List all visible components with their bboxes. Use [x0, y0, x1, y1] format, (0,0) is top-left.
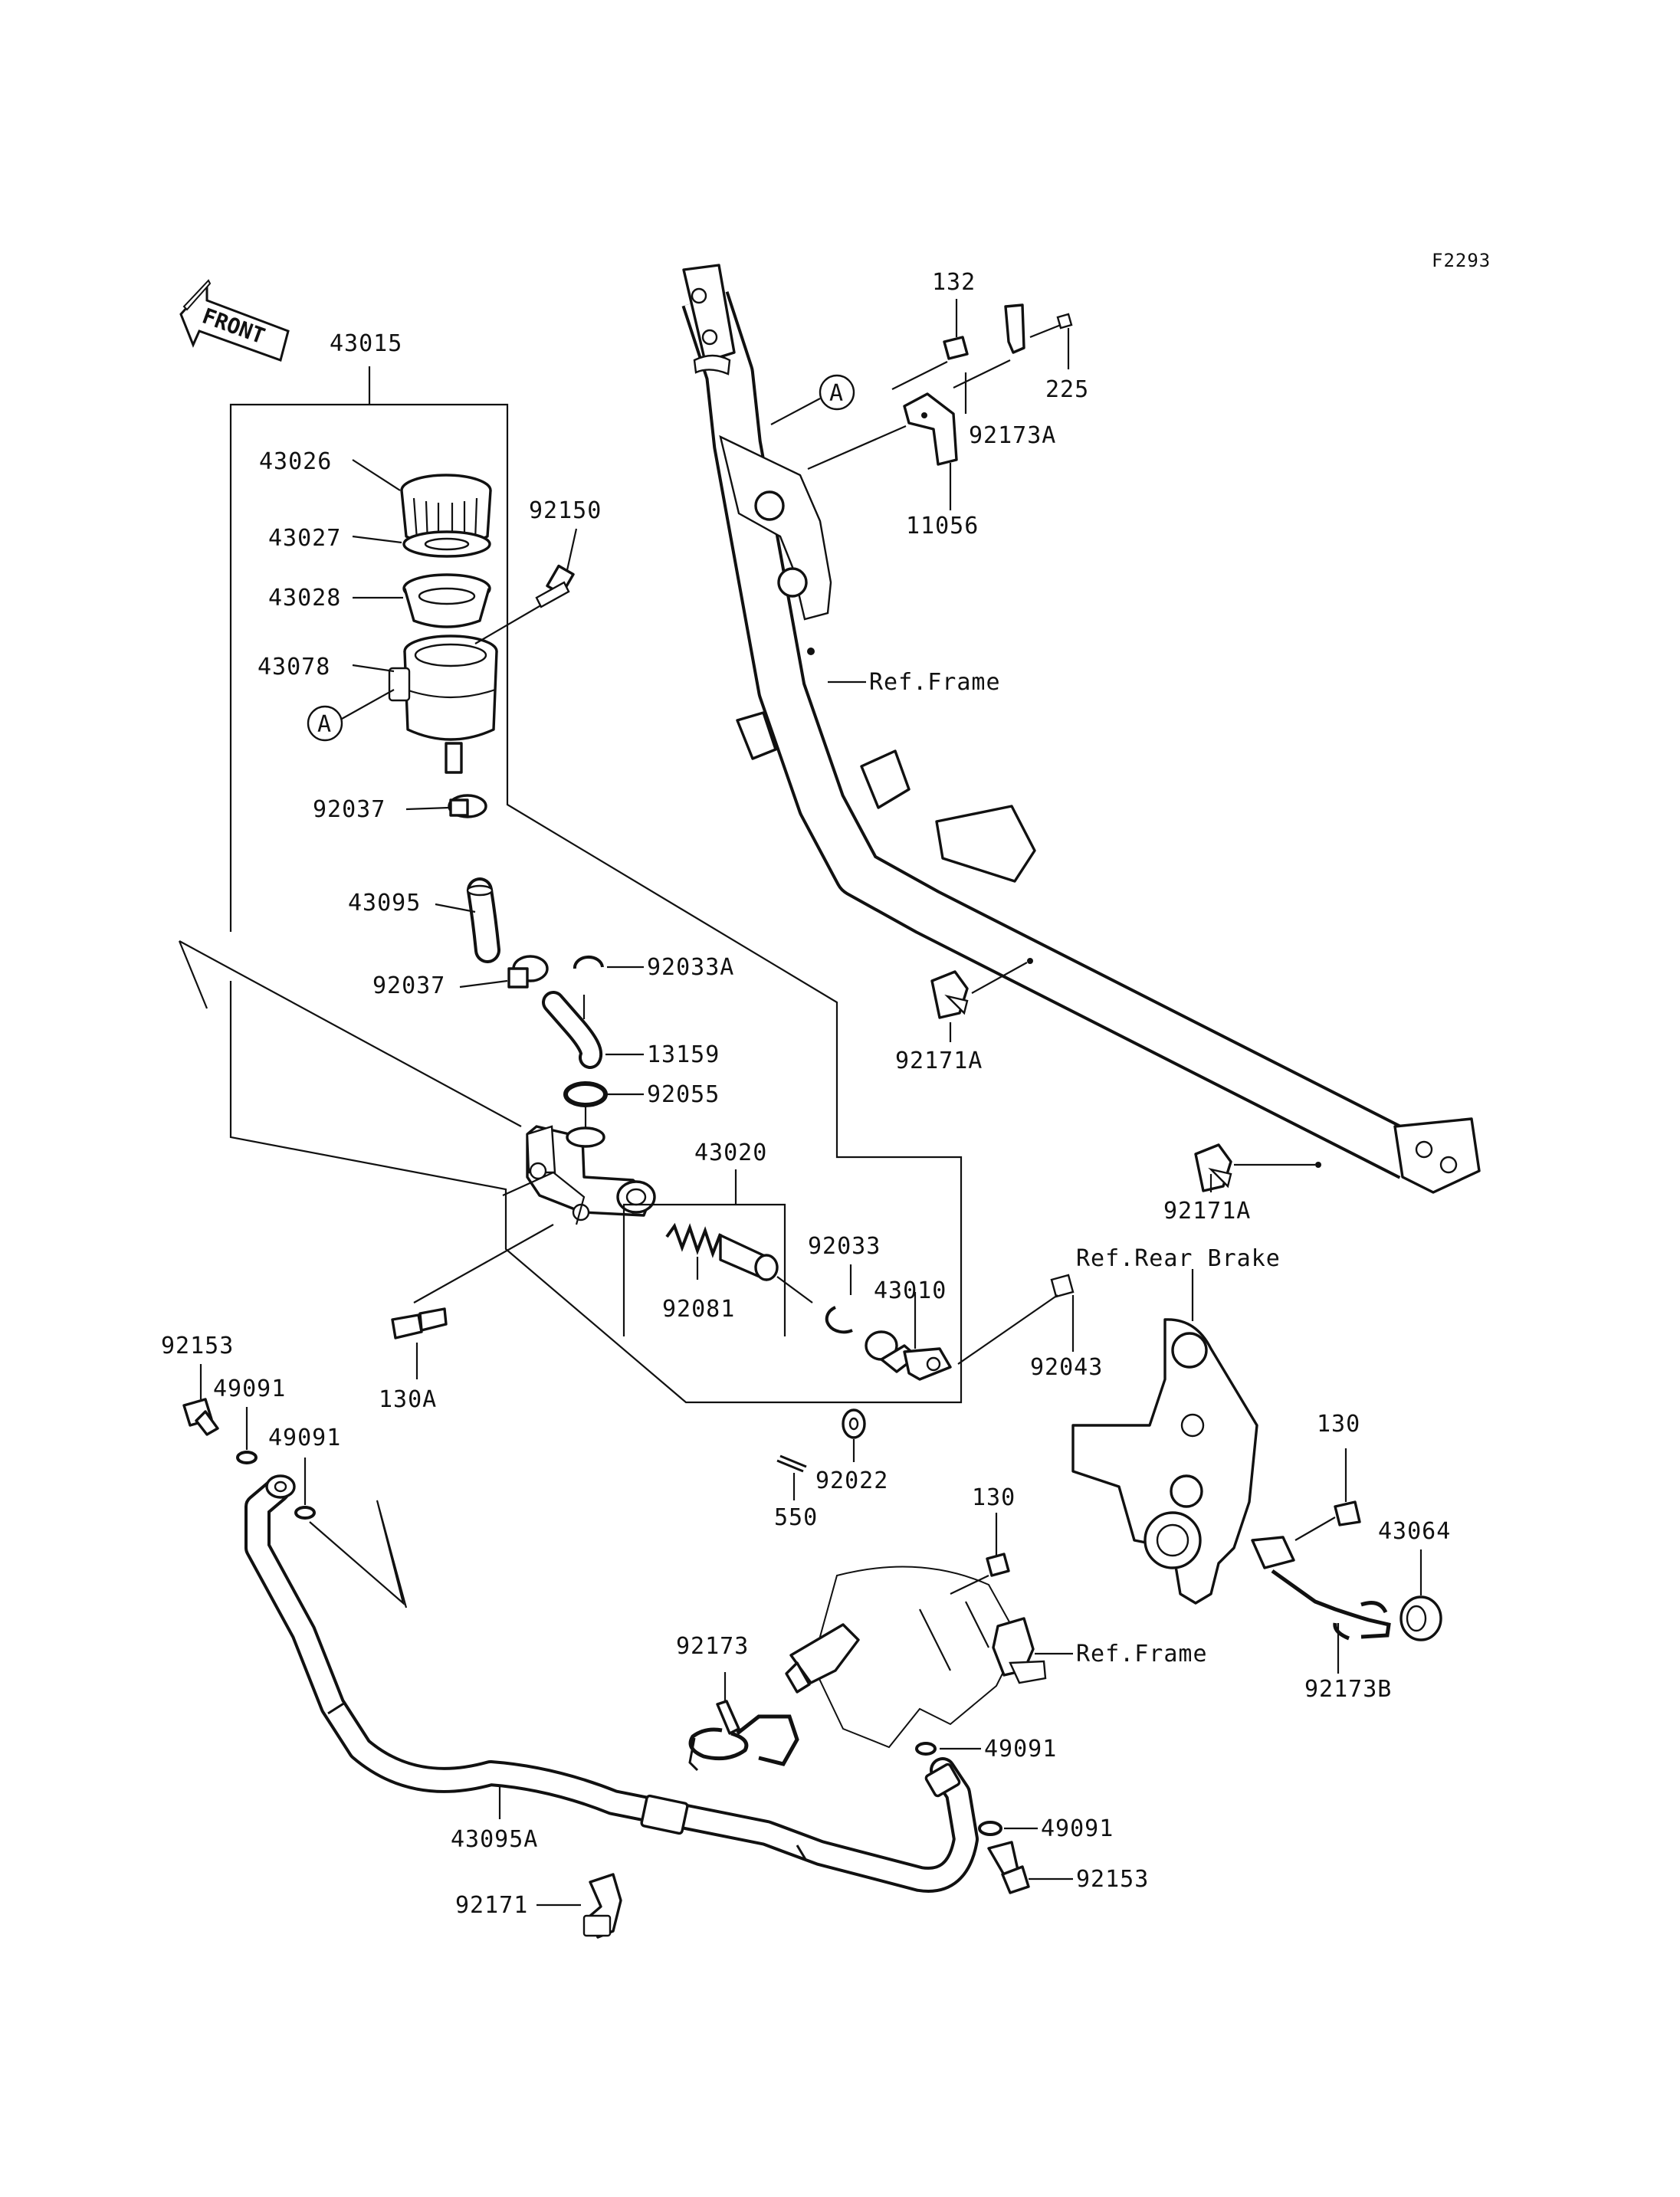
label-92173: 92173 [676, 1633, 749, 1660]
washer-92022 [842, 1408, 866, 1439]
banjo-bolt-right [987, 1841, 1030, 1894]
brake-hose-43095a [244, 1474, 979, 1893]
label-49091-c: 49091 [984, 1736, 1057, 1763]
washer-49091-a [236, 1451, 258, 1464]
pin-92043 [957, 1274, 1075, 1365]
label-92153-b: 92153 [1076, 1866, 1149, 1893]
label-92022: 92022 [815, 1467, 888, 1494]
label-130-b: 130 [1317, 1411, 1360, 1438]
bolt-130a [391, 1307, 448, 1340]
diaphragm-plate [402, 530, 491, 558]
reservoir-body [388, 635, 498, 774]
label-43078: 43078 [258, 654, 330, 680]
piston [719, 1234, 779, 1281]
bolt-130-right [1294, 1500, 1361, 1541]
label-225: 225 [1045, 376, 1089, 403]
label-130-a: 130 [972, 1484, 1016, 1511]
piston-spring [665, 1222, 722, 1258]
label-92173b: 92173B [1304, 1676, 1392, 1703]
assembly-43015-outline [229, 366, 963, 1404]
label-43095: 43095 [348, 890, 421, 917]
svg-text:A: A [317, 711, 332, 738]
bracket-11056 [903, 392, 958, 466]
label-43010: 43010 [874, 1277, 947, 1304]
label-49091-a: 49091 [213, 1376, 286, 1402]
label-92037-a: 92037 [313, 796, 386, 823]
label-92153-a: 92153 [161, 1333, 234, 1359]
label-92043: 92043 [1030, 1354, 1103, 1381]
label-92171a-b: 92171A [1163, 1198, 1251, 1225]
callout-a-left: A [307, 705, 343, 742]
label-92171a-a: 92171A [895, 1048, 983, 1074]
label-92033a: 92033A [647, 954, 734, 981]
label-43064: 43064 [1378, 1518, 1451, 1545]
banjo-bolt-left [182, 1398, 219, 1436]
elbow-fitting [542, 991, 602, 1069]
screw-225 [1029, 313, 1073, 339]
svg-text:A: A [829, 380, 844, 407]
label-49091-b: 49091 [268, 1425, 341, 1451]
circlip-92033 [825, 1306, 853, 1334]
ref-frame-upper: Ref.Frame [869, 669, 1001, 696]
washer-49091-d [978, 1821, 1002, 1836]
clamp-92171a-upper [930, 970, 969, 1019]
hook-spring-92173 [688, 1700, 799, 1772]
bolt-130-lower [986, 1553, 1010, 1577]
ref-frame-lower: Ref.Frame [1076, 1641, 1208, 1667]
label-92171: 92171 [455, 1892, 528, 1919]
label-92173a: 92173A [969, 422, 1056, 449]
label-43026: 43026 [259, 448, 332, 475]
bolt-132 [943, 336, 969, 360]
label-43015: 43015 [330, 330, 402, 357]
label-43028: 43028 [268, 585, 341, 612]
main-frame [681, 264, 1481, 1194]
clip-92173a [953, 303, 1025, 389]
label-11056: 11056 [906, 513, 979, 539]
label-92150: 92150 [529, 497, 602, 524]
label-92081: 92081 [662, 1296, 735, 1323]
frame-bracket-lower [785, 1566, 1047, 1749]
label-43020: 43020 [694, 1139, 767, 1166]
hose-clamp-92171 [582, 1873, 622, 1939]
master-cylinder-body [526, 1125, 656, 1221]
washer-49091-b [294, 1506, 316, 1520]
label-43027: 43027 [268, 525, 341, 552]
clamp-upper [448, 794, 487, 818]
front-arrow-icon: FRONT [179, 279, 290, 362]
washer-49091-c [915, 1742, 937, 1756]
diagram-code: F2293 [1432, 250, 1491, 271]
circlip-92033a [573, 955, 604, 969]
label-49091-d: 49091 [1041, 1815, 1114, 1842]
callout-a-frame: A [819, 374, 855, 411]
label-92055: 92055 [647, 1081, 720, 1108]
label-130a: 130A [379, 1386, 437, 1413]
o-ring [563, 1081, 608, 1107]
clamp-lower [507, 955, 549, 989]
hose-43095 [466, 877, 500, 963]
label-92037-b: 92037 [372, 972, 445, 999]
label-13159: 13159 [647, 1041, 720, 1068]
grommet-43064 [1399, 1595, 1442, 1641]
bolt-92150 [474, 564, 575, 644]
spring-bracket-92173b [1251, 1536, 1391, 1641]
diaphragm [402, 573, 491, 628]
push-rod-clevis [865, 1330, 952, 1381]
label-43095a: 43095A [451, 1826, 538, 1853]
label-132: 132 [932, 269, 976, 296]
ref-rear-brake: Ref.Rear Brake [1076, 1245, 1281, 1272]
label-550: 550 [774, 1504, 818, 1531]
rear-brake-pedal [1071, 1318, 1258, 1605]
cotter-pin [776, 1454, 807, 1473]
clamp-92171a-lower [1194, 1143, 1232, 1192]
label-92033: 92033 [808, 1233, 881, 1260]
